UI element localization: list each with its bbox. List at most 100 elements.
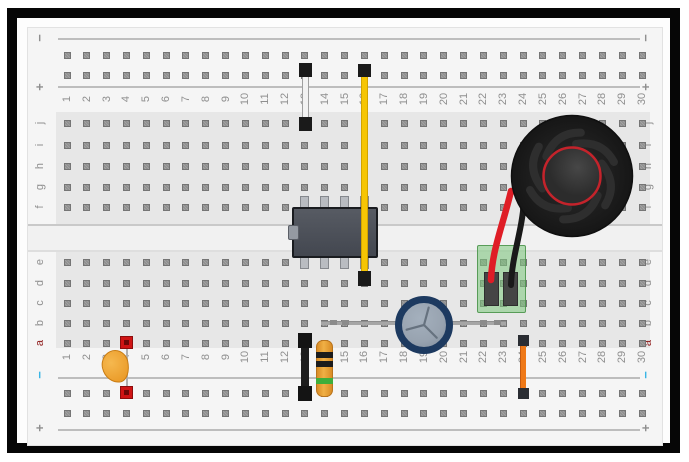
electrolytic-capacitor[interactable] bbox=[395, 296, 453, 354]
breadboard-hole bbox=[400, 409, 408, 417]
breadboard-hole bbox=[360, 409, 368, 417]
breadboard-hole bbox=[519, 51, 527, 59]
breadboard-hole bbox=[440, 162, 448, 170]
jumper-wire-orange[interactable] bbox=[520, 339, 526, 393]
breadboard-hole bbox=[63, 71, 71, 79]
breadboard-hole bbox=[103, 279, 111, 287]
speaker[interactable] bbox=[505, 109, 639, 243]
breadboard-hole bbox=[103, 409, 111, 417]
breadboard-hole bbox=[301, 162, 309, 170]
breadboard-hole bbox=[539, 258, 547, 266]
breadboard-hole bbox=[281, 71, 289, 79]
breadboard-hole bbox=[400, 162, 408, 170]
breadboard-hole bbox=[162, 51, 170, 59]
breadboard-hole bbox=[341, 409, 349, 417]
breadboard-hole bbox=[83, 389, 91, 397]
breadboard-hole bbox=[222, 162, 230, 170]
breadboard-hole bbox=[638, 51, 646, 59]
breadboard-hole bbox=[83, 203, 91, 211]
breadboard-hole bbox=[360, 299, 368, 307]
breadboard-hole bbox=[598, 409, 606, 417]
jumper-wire-yellow[interactable] bbox=[361, 70, 368, 278]
wire-connector bbox=[517, 387, 529, 399]
speaker-swirl-blade bbox=[597, 159, 615, 210]
row-letter: e bbox=[34, 258, 46, 266]
breadboard-hole bbox=[400, 203, 408, 211]
breadboard-hole bbox=[202, 339, 210, 347]
breadboard-hole bbox=[499, 51, 507, 59]
speaker-wire-red[interactable] bbox=[487, 187, 515, 284]
breadboard-hole bbox=[479, 162, 487, 170]
rail-polarity-mark: + bbox=[32, 83, 47, 91]
breadboard-hole bbox=[479, 389, 487, 397]
breadboard-hole bbox=[301, 299, 309, 307]
breadboard-hole bbox=[103, 162, 111, 170]
breadboard-hole bbox=[360, 339, 368, 347]
rail-polarity-mark: − bbox=[638, 371, 653, 379]
column-number: 11 bbox=[259, 93, 272, 105]
breadboard-hole bbox=[142, 299, 150, 307]
breadboard-hole bbox=[420, 119, 428, 127]
breadboard-hole bbox=[63, 339, 71, 347]
breadboard-hole bbox=[182, 279, 190, 287]
breadboard-hole bbox=[479, 119, 487, 127]
breadboard-hole bbox=[142, 339, 150, 347]
breadboard-hole bbox=[241, 299, 249, 307]
breadboard-hole bbox=[222, 299, 230, 307]
capacitor-lead-crimp bbox=[494, 320, 501, 325]
column-number: 8 bbox=[199, 353, 212, 361]
breadboard-hole bbox=[241, 71, 249, 79]
breadboard-hole bbox=[241, 203, 249, 211]
breadboard-hole bbox=[162, 203, 170, 211]
breadboard-hole bbox=[579, 258, 587, 266]
breadboard-hole bbox=[182, 409, 190, 417]
breadboard-hole bbox=[559, 409, 567, 417]
breadboard-hole bbox=[241, 279, 249, 287]
breadboard-hole bbox=[241, 183, 249, 191]
resistor-band bbox=[316, 352, 333, 358]
wire-connector bbox=[298, 333, 312, 348]
breadboard-hole bbox=[499, 183, 507, 191]
breadboard-hole bbox=[162, 119, 170, 127]
breadboard-hole bbox=[241, 51, 249, 59]
breadboard-hole bbox=[281, 409, 289, 417]
breadboard-hole bbox=[202, 141, 210, 149]
breadboard-hole bbox=[162, 141, 170, 149]
resistor[interactable] bbox=[316, 340, 333, 397]
breadboard-hole bbox=[559, 299, 567, 307]
jumper-wire-white[interactable] bbox=[301, 70, 309, 124]
breadboard-hole bbox=[559, 319, 567, 327]
breadboard-hole bbox=[460, 409, 468, 417]
breadboard-hole bbox=[281, 119, 289, 127]
row-letter: b bbox=[34, 319, 46, 327]
jumper-wire-black[interactable] bbox=[301, 340, 309, 393]
column-number: 4 bbox=[120, 95, 133, 103]
speaker-cone-ring bbox=[542, 146, 602, 206]
breadboard-hole bbox=[261, 203, 269, 211]
breadboard-hole bbox=[638, 319, 646, 327]
breadboard-hole bbox=[281, 339, 289, 347]
breadboard-hole bbox=[301, 141, 309, 149]
breadboard-hole bbox=[142, 409, 150, 417]
column-number: 12 bbox=[279, 350, 292, 364]
capacitor-lead-crimp bbox=[342, 320, 349, 325]
connection-pad-center bbox=[124, 389, 129, 395]
breadboard-hole bbox=[122, 183, 130, 191]
breadboard-hole bbox=[162, 71, 170, 79]
breadboard-hole bbox=[83, 409, 91, 417]
breadboard-hole bbox=[420, 279, 428, 287]
breadboard-hole bbox=[539, 319, 547, 327]
breadboard-hole bbox=[579, 339, 587, 347]
column-number: 21 bbox=[457, 350, 470, 364]
speaker-swirl-blade bbox=[559, 191, 602, 224]
rail-line bbox=[58, 38, 640, 40]
breadboard-hole bbox=[380, 51, 388, 59]
breadboard-hole bbox=[63, 119, 71, 127]
column-number: 22 bbox=[477, 92, 490, 106]
breadboard-hole bbox=[440, 141, 448, 149]
breadboard-hole bbox=[281, 183, 289, 191]
row-letter: g bbox=[34, 183, 46, 191]
capacitor-lead-crimp bbox=[480, 320, 487, 325]
breadboard-hole bbox=[83, 162, 91, 170]
wire-connector bbox=[298, 386, 312, 401]
